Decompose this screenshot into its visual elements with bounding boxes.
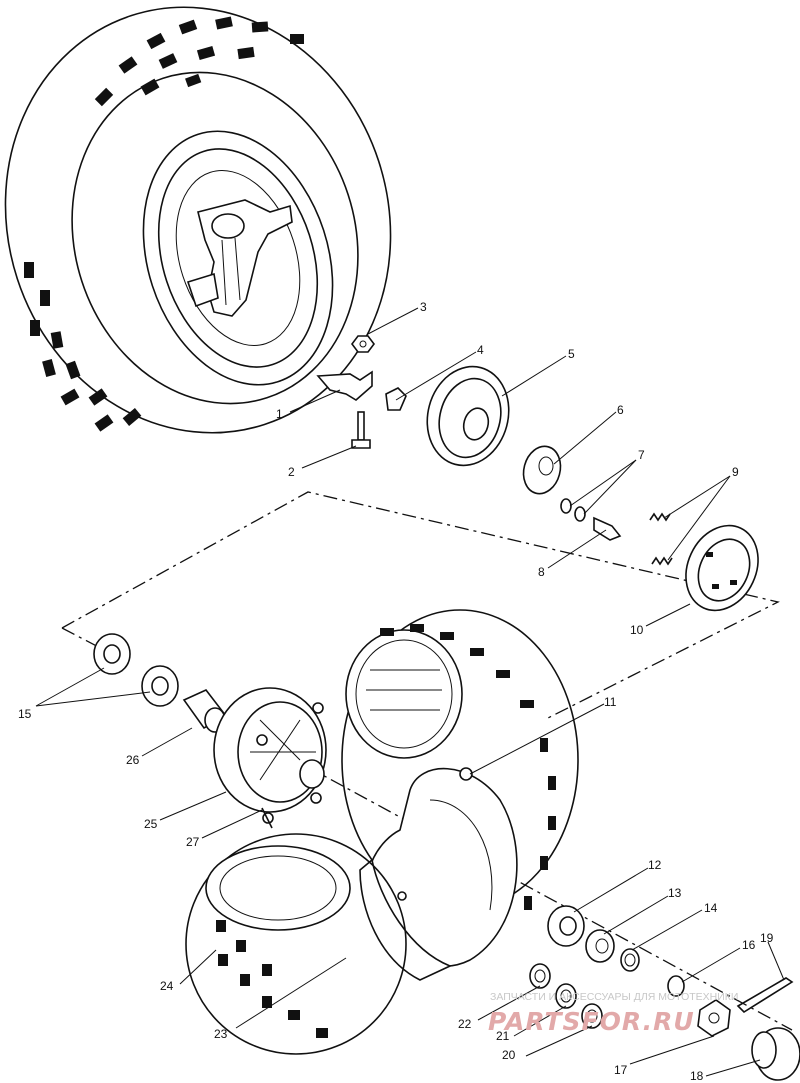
part-label: 7: [638, 448, 645, 462]
spacer-part-6: [522, 445, 562, 495]
part-label: 12: [648, 858, 662, 872]
part-label: 5: [568, 347, 575, 361]
part-label: 4: [477, 343, 484, 357]
part-label: 11: [604, 695, 617, 709]
part-label: 9: [732, 465, 739, 479]
part-label: 1: [276, 407, 283, 421]
part-label: 3: [420, 300, 427, 314]
upper-wheel-assembly: [4, 6, 392, 434]
part-label: 24: [160, 979, 174, 993]
washers-parts-20-22: [529, 963, 603, 1029]
nut-part-17: [697, 999, 731, 1037]
part-label: 26: [126, 753, 140, 767]
springs-part-9: [649, 512, 673, 566]
part-label: 19: [760, 931, 774, 945]
part-label: 16: [742, 938, 756, 952]
part-label: 13: [668, 886, 682, 900]
part-label: 6: [617, 403, 624, 417]
part-label: 14: [704, 901, 718, 915]
bracket-part-1: [316, 370, 373, 401]
bolt-part-2: [351, 411, 371, 449]
watermark: ЗАПЧАСТИ И АКСЕССУАРЫ ДЛЯ МОТОТЕХНИКИ PA…: [488, 991, 738, 1036]
part-label: 15: [18, 707, 32, 721]
brake-shoe-ring-part-10: [685, 524, 759, 612]
outer-tire-half: [341, 609, 579, 911]
cotter-pin-part-19: [736, 977, 794, 1014]
pin-part-8: [593, 516, 622, 541]
cap-part-18: [751, 1027, 800, 1081]
part-label: 21: [496, 1029, 510, 1043]
washer-part-16: [667, 975, 685, 997]
part-label: 27: [186, 835, 200, 849]
part-label: 10: [630, 623, 644, 637]
brake-drum-part-5: [426, 365, 510, 467]
part-label: 8: [538, 565, 545, 579]
watermark-tagline: ЗАПЧАСТИ И АКСЕССУАРЫ ДЛЯ МОТОТЕХНИКИ: [490, 991, 738, 1003]
bearing-part-12: [547, 905, 585, 947]
nut-part-3: [351, 335, 375, 353]
hub-part-25: [213, 687, 327, 824]
clip-part-4: [385, 387, 407, 411]
seal-part-14: [620, 948, 640, 972]
part-label: 20: [502, 1048, 516, 1062]
part-label: 17: [614, 1063, 628, 1077]
part-label: 2: [288, 465, 295, 479]
stud-part-27: [261, 807, 273, 829]
washers-part-7: [560, 498, 586, 522]
part-number-labels: 1 2 3 4 5 6 7 8 9 10 11 12 13 14 15 16 1…: [18, 300, 774, 1083]
spacer-part-13: [585, 929, 615, 963]
part-label: 25: [144, 817, 158, 831]
inner-tire-part-24: [185, 833, 407, 1055]
leader-lines: [35, 307, 785, 1077]
bearings-part-15: [93, 633, 179, 707]
part-label: 18: [690, 1069, 704, 1083]
steering-knuckle: [186, 199, 293, 317]
upper-tire: [4, 6, 392, 434]
watermark-logo: PARTSFOR.RU: [488, 1007, 695, 1036]
part-label: 23: [214, 1027, 228, 1041]
part-label: 22: [458, 1017, 472, 1031]
